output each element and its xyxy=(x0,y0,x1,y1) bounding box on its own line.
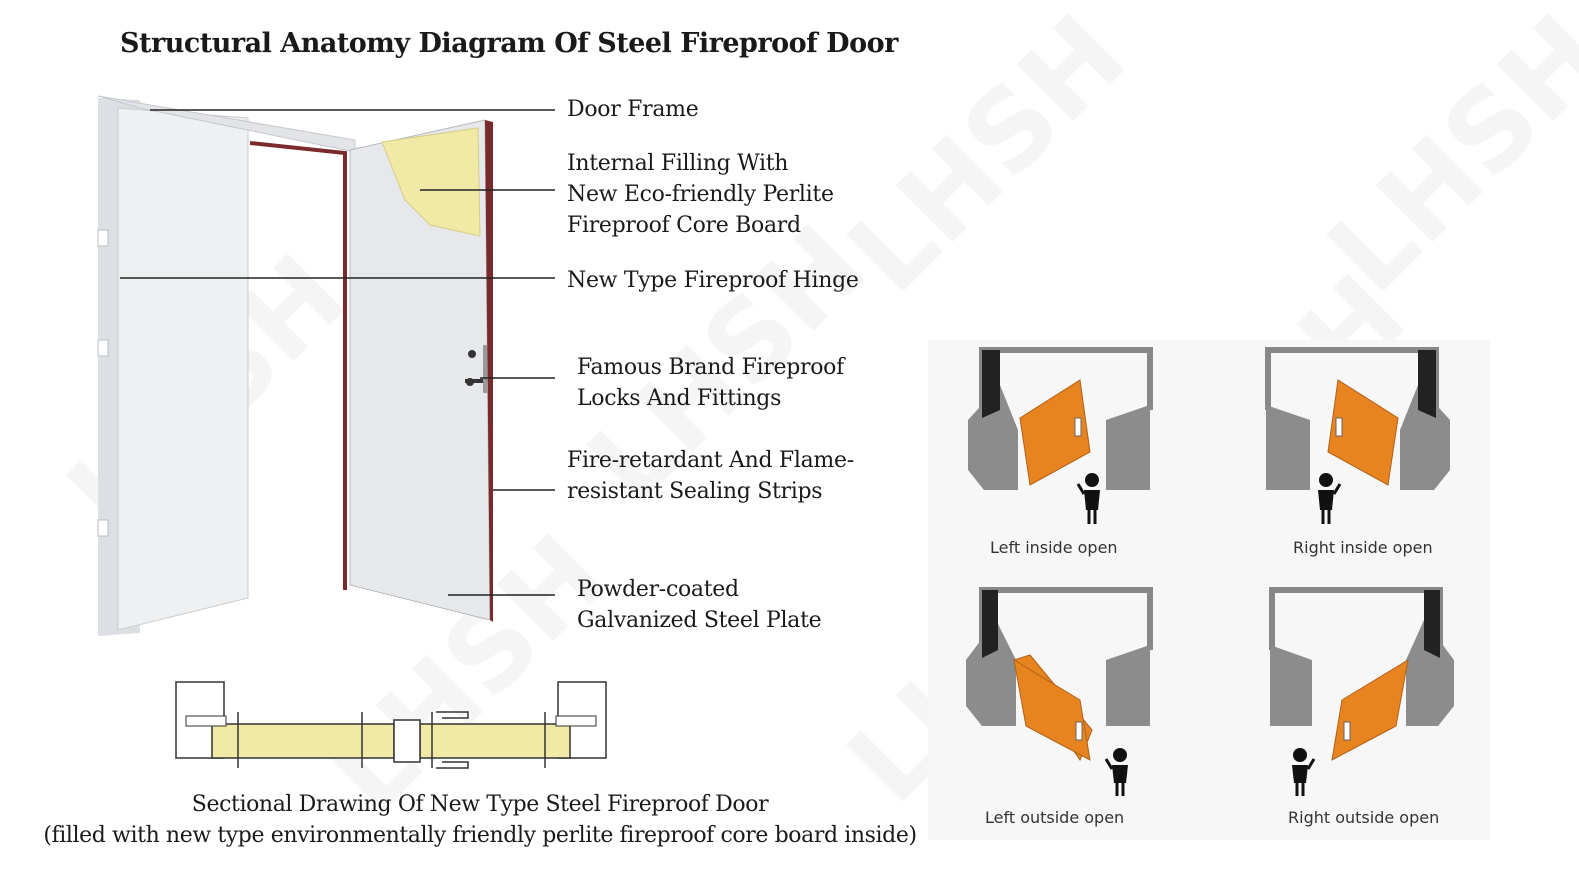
hinge-notch xyxy=(97,519,109,537)
door-frame-inner-edge xyxy=(249,141,347,590)
diagram-right-inside xyxy=(1265,347,1450,524)
hinge-notch xyxy=(97,339,109,357)
label-right-inside-open: Right inside open xyxy=(1293,538,1433,557)
door-leaf-edge xyxy=(485,120,493,622)
callout-sealing: Fire-retardant And Flame- resistant Seal… xyxy=(567,448,854,504)
sectional-drawing xyxy=(175,681,607,769)
hinge-notch xyxy=(97,229,109,247)
label-left-inside-open: Left inside open xyxy=(990,538,1118,557)
door-handle-lever xyxy=(465,379,483,383)
lock-plate xyxy=(483,345,487,393)
callout-internal-filling: Internal Filling With New Eco-friendly P… xyxy=(567,151,834,238)
diagram-left-inside xyxy=(968,347,1153,524)
diagram-left-outside xyxy=(966,587,1153,796)
lock-cylinder-icon xyxy=(468,350,476,358)
callout-locks: Famous Brand Fireproof Locks And Fitting… xyxy=(577,355,844,411)
callout-hinge: New Type Fireproof Hinge xyxy=(567,268,859,293)
core-section-left xyxy=(211,723,395,759)
diagram-right-outside xyxy=(1269,587,1454,796)
label-right-outside-open: Right outside open xyxy=(1288,808,1440,827)
core-board-cutaway xyxy=(381,127,481,237)
section-caption: Sectional Drawing Of New Type Steel Fire… xyxy=(43,792,917,848)
label-left-outside-open: Left outside open xyxy=(985,808,1125,827)
callout-steel-plate: Powder-coated Galvanized Steel Plate xyxy=(577,577,822,633)
callout-door-frame: Door Frame xyxy=(567,97,699,122)
page-title: Structural Anatomy Diagram Of Steel Fire… xyxy=(120,28,898,59)
